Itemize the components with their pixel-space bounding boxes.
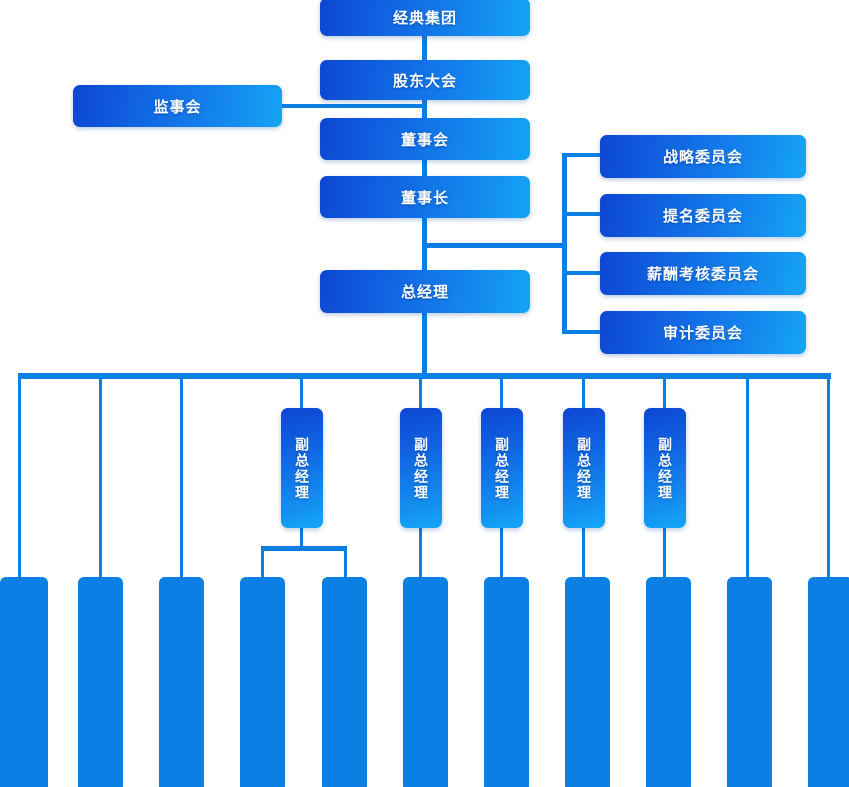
node-chairman[interactable]: 董事长 (320, 176, 530, 218)
node-department-7[interactable] (484, 577, 529, 787)
drop-line-deputy-5 (663, 379, 666, 410)
node-audit-committee[interactable]: 审计委员会 (600, 311, 806, 354)
drop-line-dept-1 (18, 379, 21, 578)
node-deputy-general-manager-5[interactable]: 副总经理 (644, 408, 686, 528)
node-audit-committee-label: 审计委员会 (662, 325, 743, 342)
node-shareholders-meeting[interactable]: 股东大会 (320, 60, 530, 100)
drop-line-deputy-4 (582, 379, 585, 410)
deputy-1-branch-left (261, 550, 264, 578)
node-department-3[interactable] (159, 577, 204, 787)
drop-line-dept-11 (827, 379, 830, 578)
node-deputy-general-manager-1-label: 副总经理 (294, 437, 310, 501)
drop-line-dept-3 (180, 379, 183, 578)
node-strategy-committee[interactable]: 战略委员会 (600, 135, 806, 178)
node-department-4[interactable] (240, 577, 285, 787)
node-deputy-general-manager-4[interactable]: 副总经理 (563, 408, 605, 528)
spine-line-gm-to-distribution-bar (422, 311, 427, 375)
committee-stub-2 (566, 212, 601, 216)
drop-line-deputy-3 (500, 379, 503, 410)
node-nomination-committee-label: 提名委员会 (662, 208, 743, 225)
committee-stub-4 (566, 330, 601, 334)
node-supervisory-board[interactable]: 监事会 (73, 85, 282, 127)
drop-line-dept-2 (99, 379, 102, 578)
node-general-manager[interactable]: 总经理 (320, 270, 530, 313)
node-compensation-appraisal-committee[interactable]: 薪酬考核委员会 (600, 252, 806, 295)
drop-line-deputy-2 (419, 379, 422, 410)
node-department-6[interactable] (403, 577, 448, 787)
committee-trunk-vertical (562, 153, 567, 334)
committee-stub-3 (566, 271, 601, 275)
node-group-label: 经典集团 (392, 9, 457, 27)
node-department-2[interactable] (78, 577, 123, 787)
deputy-1-branch-right (344, 550, 347, 578)
deputy-2-stem (419, 528, 422, 578)
drop-line-deputy-1 (300, 379, 303, 410)
node-deputy-general-manager-4-label: 副总经理 (576, 437, 592, 501)
node-board-of-directors[interactable]: 董事会 (320, 118, 530, 160)
node-department-10[interactable] (727, 577, 772, 787)
deputy-4-stem (582, 528, 585, 578)
node-shareholders-meeting-label: 股东大会 (392, 72, 457, 90)
node-chairman-label: 董事长 (400, 189, 449, 207)
deputy-1-sub-bar (261, 546, 347, 551)
node-deputy-general-manager-3[interactable]: 副总经理 (481, 408, 523, 528)
committee-trunk-feed-line (425, 243, 567, 248)
deputy-1-stem (300, 528, 303, 548)
node-deputy-general-manager-1[interactable]: 副总经理 (281, 408, 323, 528)
node-supervisory-board-label: 监事会 (153, 98, 202, 116)
node-nomination-committee[interactable]: 提名委员会 (600, 194, 806, 237)
node-general-manager-label: 总经理 (400, 284, 449, 301)
spine-line-board-to-chairman (422, 158, 427, 178)
node-group[interactable]: 经典集团 (320, 0, 530, 36)
node-department-5[interactable] (322, 577, 367, 787)
node-deputy-general-manager-2-label: 副总经理 (413, 437, 429, 501)
node-department-8[interactable] (565, 577, 610, 787)
node-department-11[interactable] (808, 577, 849, 787)
spine-line-shareholders-to-board (422, 98, 427, 120)
node-compensation-appraisal-committee-label: 薪酬考核委员会 (646, 266, 759, 283)
deputy-3-stem (500, 528, 503, 578)
node-deputy-general-manager-5-label: 副总经理 (657, 437, 673, 501)
spine-line-group-to-shareholders (422, 36, 427, 62)
node-deputy-general-manager-2[interactable]: 副总经理 (400, 408, 442, 528)
node-department-9[interactable] (646, 577, 691, 787)
supervisory-connector-line (282, 104, 425, 108)
deputy-5-stem (663, 528, 666, 578)
spine-line-chairman-to-gm (422, 216, 427, 272)
distribution-bar (18, 373, 831, 379)
drop-line-dept-10 (746, 379, 749, 578)
node-strategy-committee-label: 战略委员会 (662, 149, 743, 166)
node-department-1[interactable] (0, 577, 48, 787)
committee-stub-1 (566, 153, 601, 157)
node-deputy-general-manager-3-label: 副总经理 (494, 437, 510, 501)
node-board-of-directors-label: 董事会 (400, 131, 449, 149)
